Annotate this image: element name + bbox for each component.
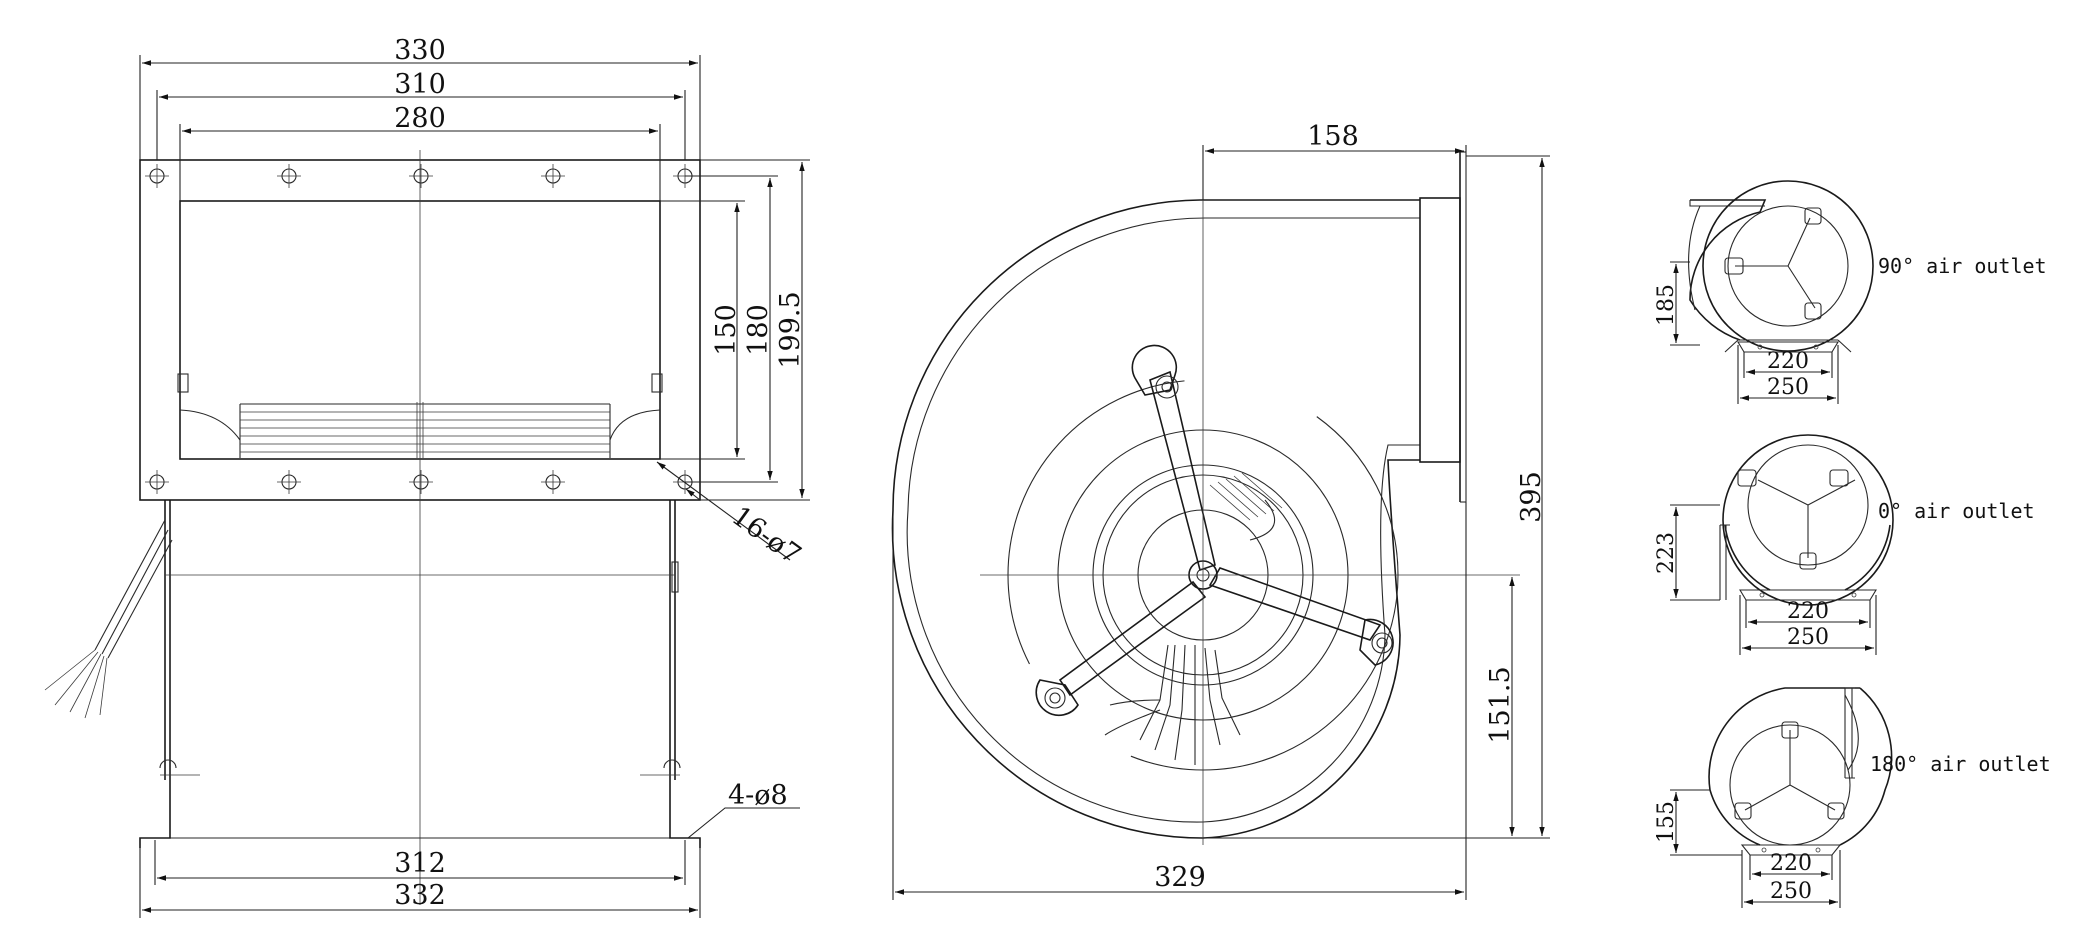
motor-cables <box>1104 644 1241 765</box>
outlet-0-label: 0° air outlet <box>1878 499 2035 523</box>
side-view: 158 395 151.5 329 <box>891 121 1550 900</box>
dim-text-151-5: 151.5 <box>1485 666 1516 743</box>
dim-text-280: 280 <box>394 103 446 134</box>
impeller-blades <box>177 373 663 458</box>
mounting-bracket <box>1035 344 1394 717</box>
dim-text-150: 150 <box>711 304 742 356</box>
outlet-view-0: 223 220 250 0° air outlet <box>1654 434 2035 655</box>
dim-text-395: 395 <box>1516 471 1547 523</box>
outlet-90-width-outer: 250 <box>1767 375 1809 400</box>
dim-332: 332 <box>139 848 701 918</box>
outlet-view-90: 185 220 250 90° air outlet <box>1654 180 2047 404</box>
dim-text-330: 330 <box>394 35 446 66</box>
dim-199-5: 199.5 <box>700 159 810 501</box>
outlet-0-width-outer: 250 <box>1787 625 1829 650</box>
motor-windings <box>1209 472 1283 541</box>
dim-330: 330 <box>139 35 701 160</box>
foot-holes-leader: 4-ø8 <box>687 780 800 839</box>
outlet-90-label: 90° air outlet <box>1878 254 2047 278</box>
dim-150: 150 <box>660 200 745 460</box>
dim-text-180: 180 <box>743 304 774 356</box>
dim-312: 312 <box>154 840 686 885</box>
outlet-flange <box>1419 197 1461 463</box>
power-cable <box>44 519 173 719</box>
flange-hole-top <box>145 164 697 188</box>
outlet-view-180: 155 220 250 180° air outlet <box>1654 687 2051 908</box>
dim-text-158: 158 <box>1307 121 1359 152</box>
dim-text-199-5: 199.5 <box>775 291 806 368</box>
outlet-90-height: 185 <box>1654 284 1679 326</box>
outlet-180-width-outer: 250 <box>1770 879 1812 904</box>
dim-395: 395 <box>1203 155 1550 839</box>
outlet-180-width-inner: 220 <box>1770 851 1812 876</box>
dim-280: 280 <box>179 103 661 201</box>
dim-text-332: 332 <box>394 880 446 911</box>
dim-329: 329 <box>892 502 1467 900</box>
dim-310: 310 <box>156 69 686 160</box>
housing-body <box>139 500 701 848</box>
scroll-housing-outer <box>891 199 1420 839</box>
holes-label: 16-ø7 <box>726 501 806 571</box>
dim-180: 180 <box>685 175 778 483</box>
outlet-180-label: 180° air outlet <box>1870 752 2051 776</box>
outlet-0-height: 223 <box>1654 532 1679 574</box>
outlet-0-width-inner: 220 <box>1787 599 1829 624</box>
dim-158: 158 <box>1202 121 1467 200</box>
dim-text-312: 312 <box>394 848 446 879</box>
outlet-90-width-inner: 220 <box>1767 349 1809 374</box>
scroll-housing-inner <box>906 217 1420 823</box>
outlet-180-height: 155 <box>1654 801 1679 843</box>
holes-leader: 16-ø7 <box>656 461 806 571</box>
foot-holes-label: 4-ø8 <box>728 780 788 811</box>
flange-hole-bottom <box>145 470 697 494</box>
dim-151-5: 151.5 <box>1485 577 1516 836</box>
dim-text-310: 310 <box>394 69 446 100</box>
front-view: 330 310 280 150 180 199.5 <box>44 35 810 918</box>
dim-text-329: 329 <box>1154 862 1206 893</box>
